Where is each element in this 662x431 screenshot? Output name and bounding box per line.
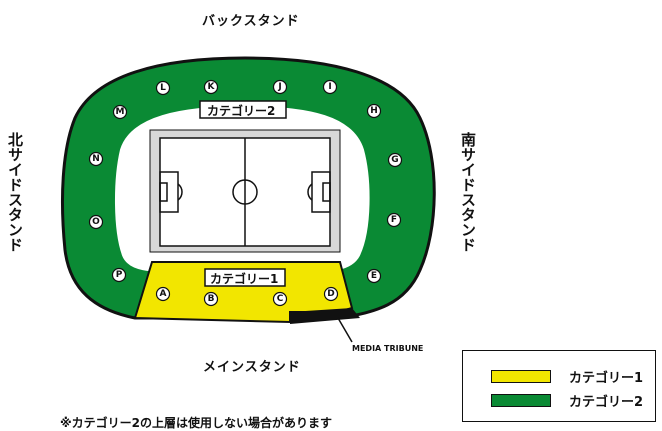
gate-h-label: H [370, 106, 378, 116]
gate-e-marker[interactable] [366, 268, 382, 284]
gate-a-marker[interactable] [155, 286, 171, 302]
gate-k-marker[interactable] [203, 79, 219, 95]
gate-d-label: D [327, 289, 335, 299]
gate-k-label: K [207, 82, 215, 92]
category2-map-label: カテゴリー2 [207, 104, 276, 118]
gate-d-marker[interactable] [323, 286, 339, 302]
legend-item-category2: カテゴリー2 [491, 392, 644, 410]
gate-n-label: N [92, 154, 100, 164]
gate-p-label: P [115, 270, 123, 280]
category1-swatch [491, 369, 551, 383]
media-tribune-label: MEDIA TRIBUNE [352, 344, 424, 353]
gate-m-label: M [115, 107, 125, 117]
gate-f-label: F [390, 215, 398, 225]
gate-l-label: L [160, 83, 166, 93]
legend-label: カテゴリー1 [569, 370, 644, 386]
north-stand-label: 北サイドスタンド [6, 132, 24, 252]
south-stand-label: 南サイドスタンド [459, 132, 477, 252]
gate-c-marker[interactable] [272, 291, 288, 307]
legend: カテゴリー1 カテゴリー2 [462, 350, 656, 422]
gate-b-label: B [207, 294, 215, 304]
gate-p-marker[interactable] [111, 267, 127, 283]
gate-n-marker[interactable] [88, 151, 104, 167]
gate-g-marker[interactable] [387, 152, 403, 168]
gate-h-marker[interactable] [366, 103, 382, 119]
category2-swatch [491, 393, 551, 407]
gate-l-marker[interactable] [155, 80, 171, 96]
gate-b-marker[interactable] [203, 291, 219, 307]
footnote: ※カテゴリー2の上層は使用しない場合があります [60, 416, 333, 430]
gate-e-label: E [370, 271, 378, 281]
gate-c-label: C [276, 294, 284, 304]
gate-i-marker[interactable] [322, 79, 338, 95]
gate-i-label: I [328, 82, 332, 92]
main-stand-label: メインスタンド [203, 360, 301, 375]
legend-label: カテゴリー2 [569, 394, 644, 410]
gate-o-marker[interactable] [88, 214, 104, 230]
category1-map-label: カテゴリー1 [210, 272, 279, 286]
media-tribune-area [290, 308, 360, 324]
gate-f-marker[interactable] [386, 212, 402, 228]
gate-a-label: A [159, 289, 167, 299]
legend-item-category1: カテゴリー1 [491, 368, 644, 386]
gate-j-label: J [278, 82, 282, 92]
gate-o-label: O [92, 217, 100, 227]
gate-g-label: G [391, 155, 399, 165]
gate-j-marker[interactable] [272, 79, 288, 95]
gate-m-marker[interactable] [112, 104, 128, 120]
back-stand-label: バックスタンド [202, 14, 300, 29]
